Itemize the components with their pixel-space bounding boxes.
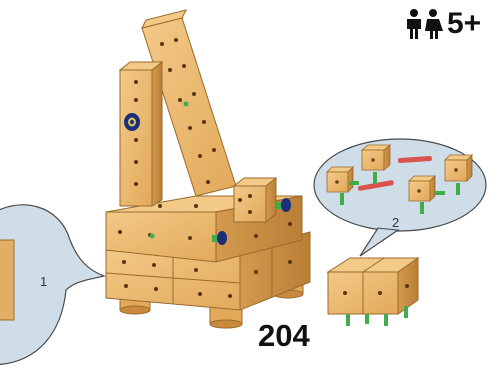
- screw-upper: [124, 113, 140, 131]
- age-badge: 5+: [404, 7, 481, 41]
- age-label: 5+: [447, 7, 481, 41]
- page-number: 204: [258, 318, 310, 354]
- callout-bubble-2: 2: [314, 139, 486, 256]
- callout-label-1: 1: [40, 274, 47, 289]
- chair-model: [106, 10, 310, 328]
- callout-bubble-1: 1: [0, 205, 104, 365]
- loose-cube-block: [328, 258, 418, 326]
- children-icon: [404, 8, 444, 40]
- callout-label-2: 2: [392, 215, 399, 230]
